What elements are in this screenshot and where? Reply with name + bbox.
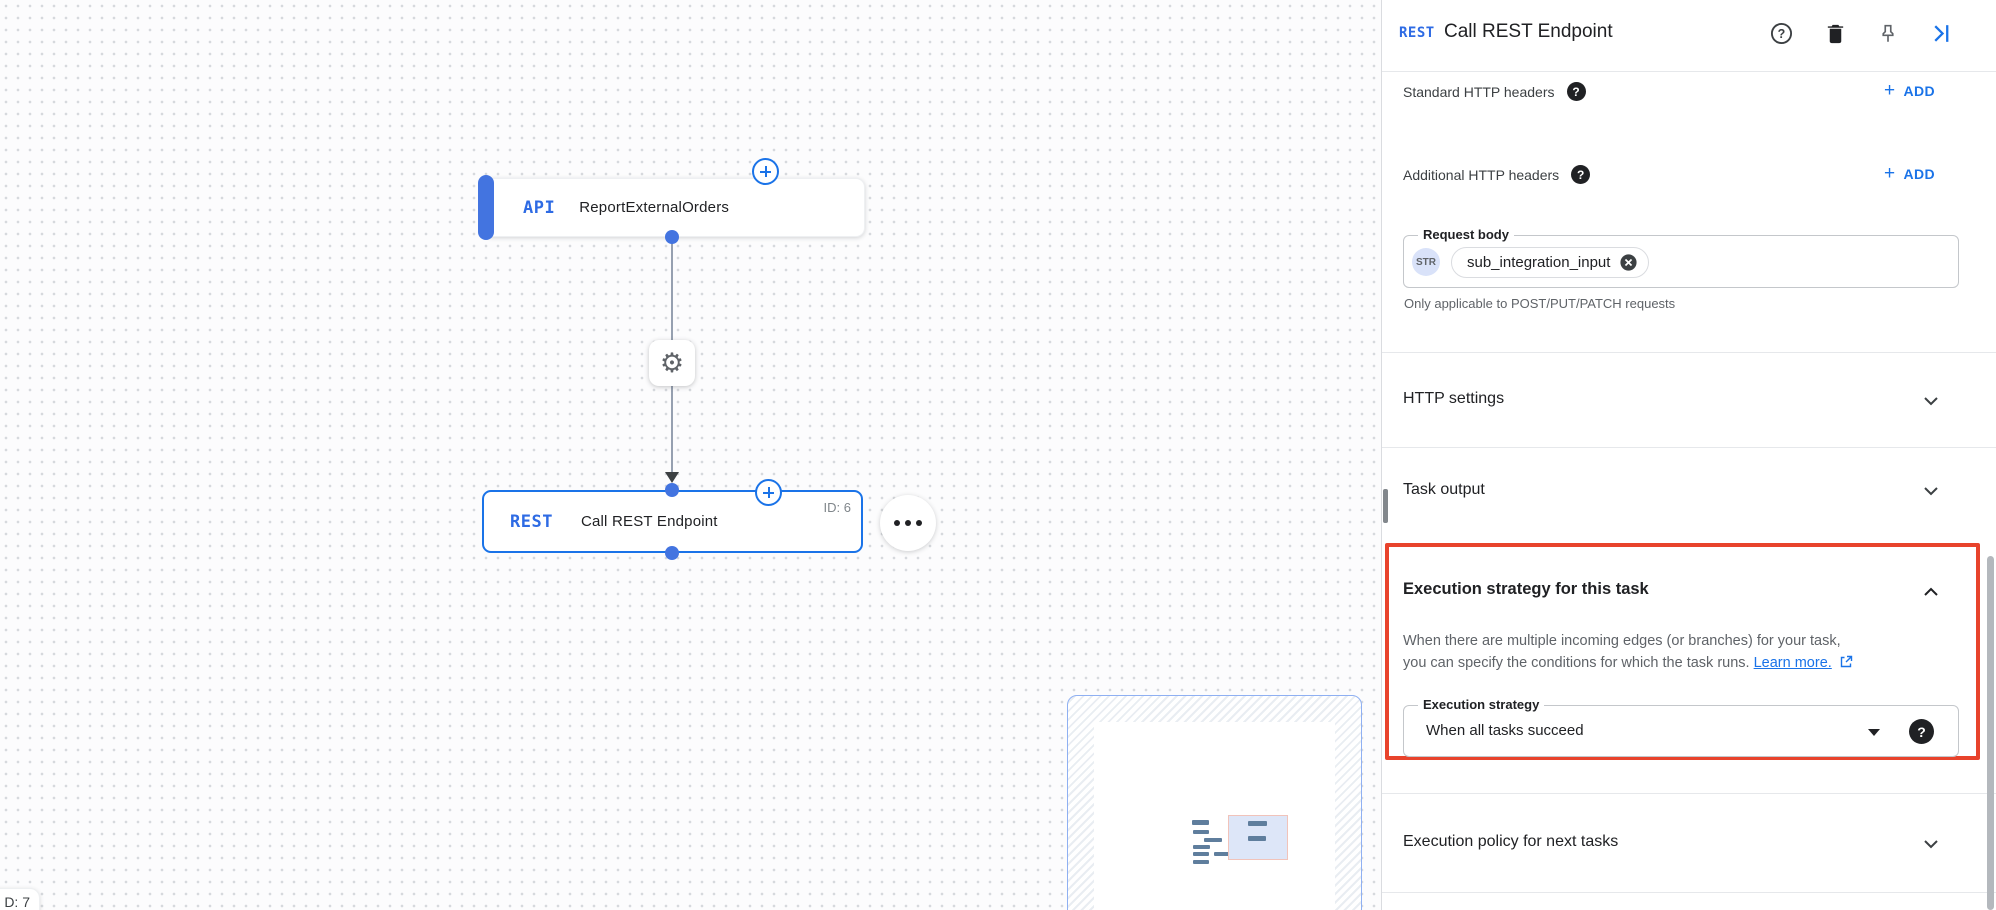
help-filled-icon[interactable] [1571, 165, 1591, 184]
add-edge-plus-icon[interactable] [752, 158, 779, 185]
panel-scrollbar[interactable] [1987, 556, 1994, 910]
gear-icon: ⚙ [659, 347, 685, 379]
section-task-output[interactable]: Task output [1403, 481, 1485, 498]
divider [1382, 793, 1996, 794]
svg-text:?: ? [1778, 27, 1786, 41]
row-label: Additional HTTP headers [1403, 166, 1560, 183]
add-label: ADD [1903, 165, 1935, 182]
node-report-external-orders[interactable]: API ReportExternalOrders [484, 178, 865, 237]
variable-chip-label: sub_integration_input [1467, 254, 1611, 271]
field-label: Request body [1418, 227, 1514, 242]
divider [1382, 447, 1996, 448]
panel-title: Call REST Endpoint [1444, 21, 1613, 42]
selected-option: When all tasks succeed [1426, 722, 1584, 739]
plus-icon [1884, 81, 1896, 100]
node-id-label: ID: 6 [823, 500, 851, 515]
dropdown-caret-icon[interactable] [1868, 729, 1880, 736]
string-type-chip: STR [1412, 248, 1440, 276]
output-port-dot[interactable] [665, 230, 679, 244]
divider [1382, 892, 1996, 893]
minimap-diagram-icon [1188, 813, 1298, 868]
help-filled-icon[interactable] [1909, 719, 1934, 744]
node-more-options-button[interactable] [880, 495, 936, 551]
add-edge-plus-icon[interactable] [755, 479, 782, 506]
pin-icon[interactable] [1877, 21, 1899, 46]
api-badge: API [523, 197, 556, 218]
section-execution-strategy[interactable]: Execution strategy for this task [1403, 580, 1649, 598]
request-body-helper-text: Only applicable to POST/PUT/PATCH reques… [1404, 296, 1676, 311]
edge-arrowhead-icon [665, 472, 679, 483]
node-id-label: D: 7 [4, 894, 30, 910]
variable-chip[interactable]: sub_integration_input [1451, 247, 1650, 278]
execution-strategy-select[interactable]: Execution strategy When all tasks succee… [1403, 697, 1959, 757]
divider [1382, 71, 1996, 72]
collapse-panel-icon[interactable] [1929, 21, 1954, 46]
chevron-down-icon[interactable] [1919, 389, 1943, 413]
add-standard-header-button[interactable]: ADD [1884, 81, 1935, 100]
divider [1382, 352, 1996, 353]
learn-more-link[interactable]: Learn more. [1753, 654, 1832, 671]
description-line: When there are multiple incoming edges (… [1403, 633, 1841, 649]
help-filled-icon[interactable] [1566, 82, 1586, 101]
panel-header: REST Call REST Endpoint ? [1382, 0, 1996, 72]
rest-badge: REST [510, 511, 553, 532]
chevron-down-icon[interactable] [1919, 832, 1943, 856]
highlight-red-box [1385, 543, 1980, 760]
rest-badge: REST [1399, 25, 1435, 41]
description-line: you can specify the conditions for which… [1403, 654, 1754, 671]
section-http-settings[interactable]: HTTP settings [1403, 390, 1505, 407]
remove-variable-icon[interactable] [1619, 253, 1638, 272]
workflow-canvas[interactable]: API ReportExternalOrders ⚙ REST Call RES… [0, 0, 1381, 910]
row-label: Standard HTTP headers [1403, 83, 1555, 100]
add-additional-header-button[interactable]: ADD [1884, 164, 1935, 183]
request-body-field[interactable]: Request body STR sub_integration_input [1403, 227, 1959, 288]
node-call-rest-endpoint[interactable]: REST Call REST Endpoint ID: 6 [482, 490, 863, 553]
additional-http-headers-row: Additional HTTP headers [1403, 165, 1591, 184]
node-accent-bar [478, 175, 494, 240]
input-port-dot[interactable] [665, 483, 679, 497]
delete-icon[interactable] [1824, 21, 1847, 46]
node-label: Call REST Endpoint [580, 513, 718, 530]
node-label: ReportExternalOrders [579, 199, 730, 216]
execution-strategy-description: When there are multiple incoming edges (… [1403, 631, 1963, 674]
plus-icon [1884, 164, 1896, 183]
chevron-down-icon[interactable] [1919, 479, 1943, 503]
output-port-dot[interactable] [665, 546, 679, 560]
add-label: ADD [1903, 82, 1935, 99]
dot-icon [894, 520, 900, 526]
edge-config-button[interactable]: ⚙ [649, 340, 695, 386]
section-execution-policy[interactable]: Execution policy for next tasks [1403, 833, 1619, 850]
dot-icon [905, 520, 911, 526]
panel-scroll-indicator [1383, 489, 1388, 523]
chevron-up-icon[interactable] [1919, 580, 1943, 604]
external-link-icon[interactable] [1839, 654, 1854, 669]
help-icon[interactable]: ? [1769, 21, 1794, 46]
node-partial-bottom-left[interactable]: D: 7 [0, 888, 40, 910]
task-config-panel: REST Call REST Endpoint ? Sta [1381, 0, 1996, 910]
dot-icon [916, 520, 922, 526]
standard-http-headers-row: Standard HTTP headers [1403, 82, 1586, 101]
field-label: Execution strategy [1418, 697, 1545, 712]
minimap-viewport [1094, 722, 1335, 910]
canvas-minimap[interactable] [1067, 695, 1362, 910]
